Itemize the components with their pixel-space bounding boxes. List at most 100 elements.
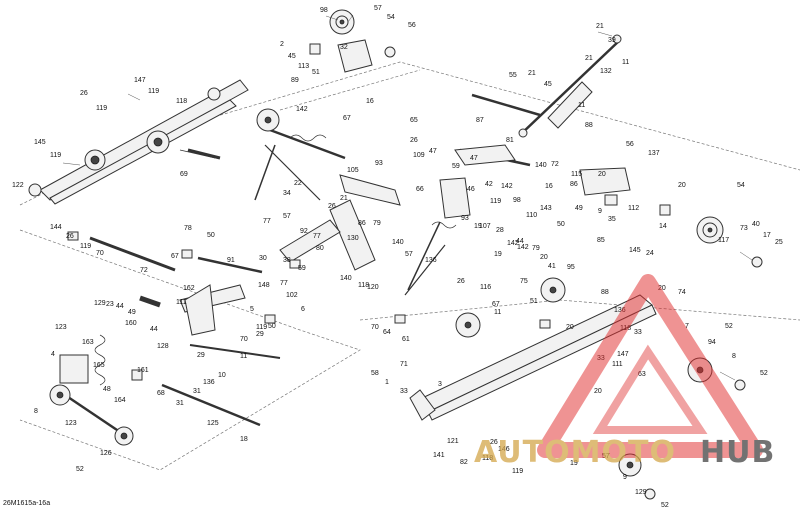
callout: 49 — [575, 205, 583, 212]
callout: 112 — [628, 205, 639, 212]
callout: 141 — [433, 452, 445, 459]
callout: 142 — [517, 244, 529, 251]
diagram-code: 26M1615a-16a — [3, 500, 51, 507]
callout: 77 — [263, 218, 271, 225]
callout: 79 — [373, 220, 381, 227]
callout: 111 — [612, 361, 623, 368]
callout: 26 — [490, 439, 498, 446]
callout: 119 — [50, 152, 61, 159]
callout: 163 — [82, 339, 94, 346]
callout: 58 — [371, 370, 379, 377]
callout: 7 — [685, 323, 689, 330]
callout: 118 — [482, 455, 493, 462]
callout: 34 — [283, 190, 291, 197]
callout: 128 — [157, 343, 169, 350]
callout: 142 — [501, 183, 513, 190]
callout: 88 — [601, 289, 609, 296]
callout: 132 — [600, 68, 612, 75]
callout: 110 — [526, 212, 537, 219]
callout-labels: 98 57 54 56 21 39 11 132 32 2 45 113 51 … — [12, 5, 783, 509]
callout: 137 — [648, 150, 660, 157]
callout: 52 — [725, 323, 733, 330]
callout: 116 — [480, 284, 491, 291]
hardware — [28, 46, 763, 500]
front-arm-rail — [39, 79, 249, 205]
callout: 81 — [506, 137, 514, 144]
callout: 121 — [447, 438, 459, 445]
callout: 52 — [661, 502, 669, 509]
callout: 26 — [66, 233, 74, 240]
callout: 109 — [413, 152, 425, 159]
callout: 11 — [494, 309, 501, 316]
callout: 118 — [358, 282, 369, 289]
callout: 21 — [585, 55, 593, 62]
callout: 56 — [626, 141, 634, 148]
callout: 122 — [12, 182, 24, 189]
callout: 136 — [614, 307, 626, 314]
callout: 32 — [340, 44, 348, 51]
callout: 119 — [80, 243, 91, 250]
callout: 79 — [532, 245, 540, 252]
callout: 107 — [479, 223, 491, 230]
callout: 67 — [492, 301, 500, 308]
callout: 20 — [658, 285, 666, 292]
callout: 20 — [678, 182, 686, 189]
callout: 111 — [176, 299, 187, 306]
callout: 98 — [513, 197, 521, 204]
callout: 85 — [597, 237, 605, 244]
callout: 33 — [634, 329, 642, 336]
callout: 143 — [540, 205, 552, 212]
callout: 39 — [608, 37, 616, 44]
callout: 22 — [294, 180, 302, 187]
callout: 28 — [496, 227, 504, 234]
callout: 56 — [408, 22, 416, 29]
callout: 20 — [566, 324, 574, 331]
callout: 70 — [371, 324, 379, 331]
leader-lines — [62, 14, 753, 381]
callout: 119 — [256, 324, 267, 331]
callout: 75 — [520, 278, 528, 285]
callout: 18 — [240, 436, 248, 443]
callout: 113 — [298, 63, 309, 70]
callout: 61 — [402, 336, 410, 343]
callout: 65 — [410, 117, 418, 124]
rear-arm — [439, 144, 631, 219]
callout: 164 — [114, 397, 126, 404]
callout: 86 — [358, 220, 366, 227]
callout: 63 — [638, 371, 646, 378]
callout: 59 — [298, 265, 306, 272]
callout: 130 — [347, 235, 359, 242]
callout: 30 — [259, 255, 267, 262]
callout: 8 — [732, 353, 736, 360]
callout: 57 — [405, 251, 413, 258]
callout: 73 — [740, 225, 748, 232]
callout: 102 — [286, 292, 298, 299]
callout: 87 — [476, 117, 484, 124]
center-swing-arm — [179, 174, 401, 336]
callout: 94 — [708, 339, 716, 346]
callout: 67 — [343, 115, 351, 122]
callout: 14 — [659, 223, 667, 230]
callout: 140 — [340, 275, 352, 282]
callout: 160 — [125, 320, 137, 327]
callout: 8 — [34, 408, 38, 415]
callout: 50 — [207, 232, 215, 239]
callout: 123 — [65, 420, 77, 427]
callout: 52 — [760, 370, 768, 377]
callout: 45 — [544, 81, 552, 88]
callout: 125 — [207, 420, 219, 427]
rear-shock-absorber — [518, 34, 622, 138]
callout: 120 — [367, 284, 379, 291]
callout: 119 — [490, 198, 501, 205]
callout: 140 — [535, 162, 547, 169]
callout: 145 — [34, 139, 46, 146]
callout: 117 — [718, 237, 729, 244]
callout: 16 — [366, 98, 374, 105]
callout: 40 — [752, 221, 760, 228]
callout: 51 — [312, 69, 320, 76]
callout: 49 — [128, 309, 136, 316]
callout: 147 — [134, 77, 146, 84]
callout: 129 — [94, 300, 106, 307]
